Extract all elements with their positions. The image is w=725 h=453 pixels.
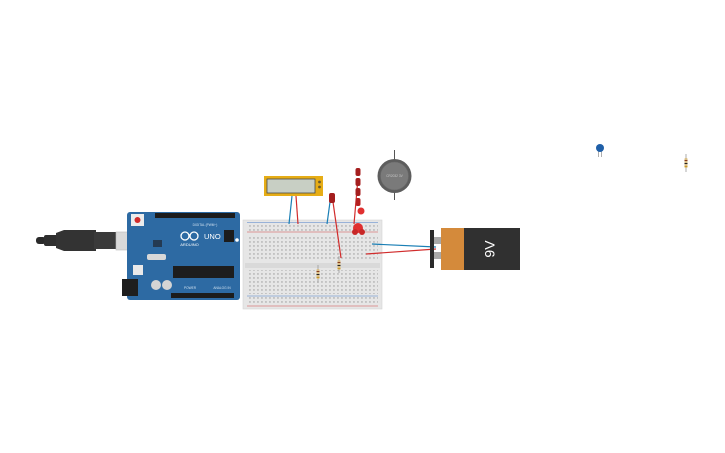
wire-sensor-red[interactable] — [332, 201, 342, 259]
led-2[interactable] — [355, 178, 361, 186]
resistor-1[interactable] — [316, 265, 320, 283]
led-5[interactable] — [357, 207, 365, 215]
coin-cell-text: CR2032 3V — [386, 174, 403, 178]
wire-battery-red[interactable] — [365, 248, 437, 255]
wire-battery-blue[interactable] — [371, 243, 437, 248]
usb-cable[interactable] — [36, 230, 131, 251]
breadboard-upper-strip[interactable] — [247, 236, 378, 260]
led-chain[interactable] — [352, 168, 365, 235]
atmega-chip — [173, 266, 234, 278]
power-jack — [122, 279, 138, 296]
wire-lcd-blue[interactable] — [288, 195, 293, 225]
battery-terminal-neg — [434, 252, 441, 259]
capacitor-1 — [151, 280, 161, 290]
wire-lcd-red[interactable] — [295, 195, 299, 225]
led-4[interactable] — [355, 198, 361, 206]
battery-9v[interactable]: 9V — [430, 228, 520, 270]
arduino-model-text: UNO — [204, 232, 221, 241]
coin-cell-battery[interactable]: CR2032 3V — [377, 150, 412, 200]
led-3[interactable] — [355, 188, 361, 196]
breadboard-top-rail[interactable] — [247, 223, 378, 231]
breadboard-bottom-rail[interactable] — [247, 297, 378, 305]
breadboard-lower-strip[interactable] — [247, 270, 378, 294]
capacitor-2 — [162, 280, 172, 290]
digital-header[interactable] — [155, 213, 235, 218]
arduino-analog-label: ANALOG IN — [213, 286, 231, 290]
arduino-logo: ARDUINO — [180, 231, 199, 247]
arduino-digital-label: DIGITAL (PWM~) — [193, 223, 218, 227]
arduino-power-label: POWER — [184, 286, 197, 290]
sensor-component[interactable] — [329, 193, 335, 203]
led-1[interactable] — [355, 168, 361, 176]
arduino-brand-text: ARDUINO — [180, 242, 198, 247]
battery-terminal-pos — [434, 237, 441, 244]
wire-sensor-blue[interactable] — [326, 201, 331, 225]
arduino-uno[interactable]: ARDUINO UNO DIGITAL (PWM~) POWER ANALOG … — [122, 212, 240, 300]
resistor-2[interactable] — [337, 256, 341, 273]
breadboard[interactable] — [242, 219, 383, 310]
battery-voltage-label: 9V — [482, 240, 498, 258]
loose-capacitor[interactable] — [596, 144, 604, 157]
battery-clip[interactable] — [430, 230, 434, 268]
power-analog-header[interactable] — [171, 293, 234, 298]
lcd-display[interactable] — [264, 176, 323, 196]
loose-resistor[interactable] — [684, 154, 688, 172]
breadboard-center-channel — [245, 263, 380, 268]
lcd-screen — [266, 178, 316, 194]
